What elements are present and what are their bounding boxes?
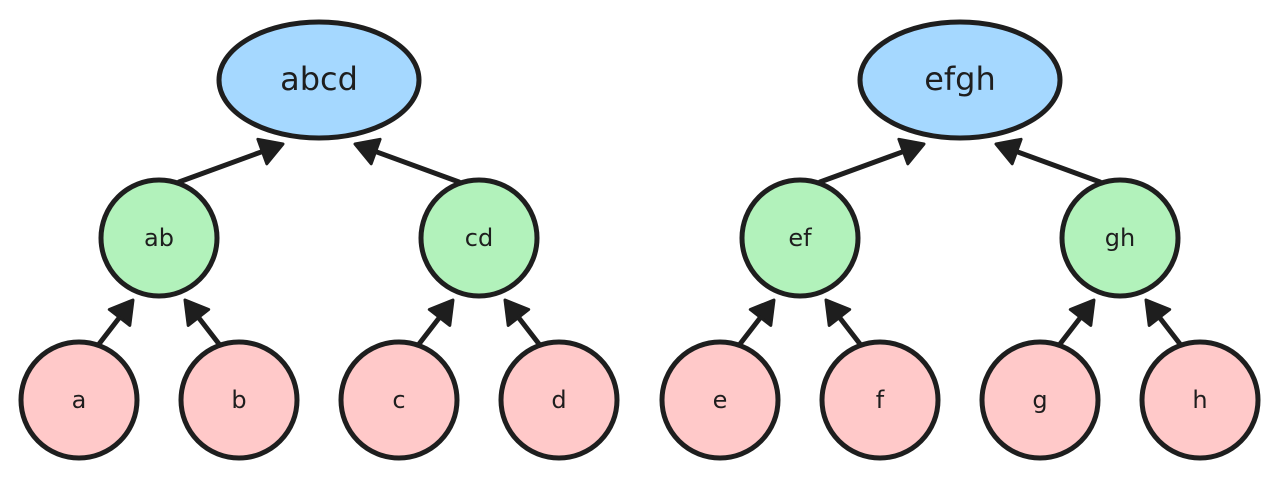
node-a-shape: [18, 339, 140, 461]
edge-h-to-gh-arrowhead: [1144, 298, 1172, 327]
edge-cd-to-abcd: [353, 137, 462, 185]
node-cd-shape: [418, 177, 540, 299]
node-ab-label: ab: [144, 224, 174, 252]
node-e: e: [659, 339, 781, 461]
edge-e-to-ef: [737, 298, 776, 347]
node-d: d: [498, 339, 620, 461]
edge-ef-to-efgh-arrowhead: [897, 137, 926, 166]
edge-c-to-cd-line: [416, 314, 443, 347]
node-ab: ab: [98, 177, 220, 299]
node-efgh-label: efgh: [924, 60, 996, 98]
edge-a-to-ab-arrowhead: [107, 298, 135, 327]
node-h: h: [1139, 339, 1261, 461]
node-efgh-shape: [857, 19, 1063, 141]
node-abcd: abcd: [216, 19, 422, 141]
node-ef: ef: [739, 177, 861, 299]
node-gh-shape: [1059, 177, 1181, 299]
node-b-label: b: [231, 386, 246, 414]
node-ab-shape: [98, 177, 220, 299]
edge-ef-to-efgh-line: [817, 149, 906, 185]
edge-e-to-ef-arrowhead: [748, 298, 776, 327]
node-a-label: a: [72, 386, 87, 414]
edge-b-to-ab-line: [195, 314, 222, 347]
edge-gh-to-efgh-arrowhead: [994, 137, 1023, 166]
edge-h-to-gh: [1144, 298, 1183, 347]
edge-g-to-gh-arrowhead: [1068, 298, 1096, 327]
edge-e-to-ef-line: [737, 314, 764, 347]
node-b-shape: [178, 339, 300, 461]
edge-b-to-ab: [183, 298, 222, 347]
node-h-shape: [1139, 339, 1261, 461]
edge-g-to-gh-line: [1057, 314, 1084, 347]
node-f: f: [819, 339, 941, 461]
edge-b-to-ab-arrowhead: [183, 298, 211, 327]
edge-h-to-gh-line: [1156, 314, 1183, 347]
node-efgh: efgh: [857, 19, 1063, 141]
node-gh-label: gh: [1105, 224, 1135, 252]
edge-ab-to-abcd: [176, 137, 285, 185]
edge-f-to-ef-line: [836, 314, 863, 347]
node-h-label: h: [1192, 386, 1207, 414]
node-ef-shape: [739, 177, 861, 299]
edge-d-to-cd: [503, 298, 542, 347]
node-b: b: [178, 339, 300, 461]
edge-gh-to-efgh-line: [1014, 149, 1103, 185]
node-ef-label: ef: [788, 224, 812, 252]
node-abcd-shape: [216, 19, 422, 141]
edge-cd-to-abcd-arrowhead: [353, 137, 382, 166]
node-cd-label: cd: [465, 224, 493, 252]
node-d-label: d: [551, 386, 566, 414]
node-a: a: [18, 339, 140, 461]
edge-ab-to-abcd-arrowhead: [256, 137, 285, 166]
edges-layer: [96, 137, 1183, 347]
edge-d-to-cd-line: [515, 314, 542, 347]
node-gh: gh: [1059, 177, 1181, 299]
node-f-shape: [819, 339, 941, 461]
node-g-label: g: [1032, 386, 1047, 414]
edge-gh-to-efgh: [994, 137, 1103, 185]
edge-ab-to-abcd-line: [176, 149, 265, 185]
node-c-label: c: [392, 386, 405, 414]
edge-g-to-gh: [1057, 298, 1096, 347]
edge-f-to-ef: [824, 298, 863, 347]
edge-c-to-cd: [416, 298, 455, 347]
edge-f-to-ef-arrowhead: [824, 298, 852, 327]
node-c: c: [338, 339, 460, 461]
node-d-shape: [498, 339, 620, 461]
edge-d-to-cd-arrowhead: [503, 298, 531, 327]
node-e-shape: [659, 339, 781, 461]
edge-c-to-cd-arrowhead: [427, 298, 455, 327]
edge-a-to-ab-line: [96, 314, 123, 347]
node-abcd-label: abcd: [280, 60, 358, 98]
node-cd: cd: [418, 177, 540, 299]
node-g-shape: [979, 339, 1101, 461]
edge-a-to-ab: [96, 298, 135, 347]
edge-cd-to-abcd-line: [373, 149, 462, 185]
node-e-label: e: [713, 386, 728, 414]
node-g: g: [979, 339, 1101, 461]
node-c-shape: [338, 339, 460, 461]
edge-ef-to-efgh: [817, 137, 926, 185]
node-f-label: f: [876, 386, 885, 414]
